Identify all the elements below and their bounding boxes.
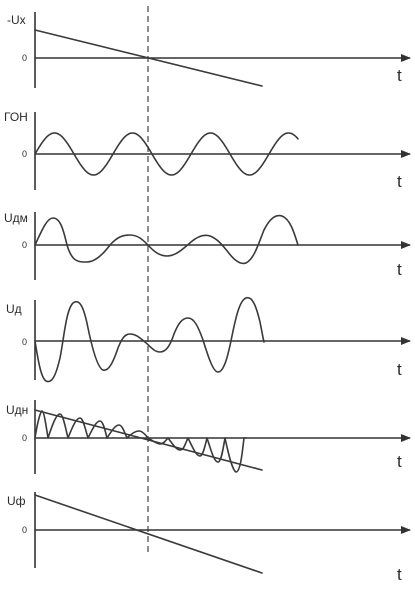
zero-label: 0 — [22, 53, 27, 63]
axis-label-t: t — [397, 360, 402, 379]
zero-label: 0 — [22, 525, 27, 535]
signal-udn-ripple — [34, 410, 247, 473]
signal-udm — [34, 214, 299, 265]
panel-udm: Uдм 0 t — [4, 211, 411, 280]
axis-label-t: t — [397, 452, 402, 471]
panel-label: Uдн — [6, 403, 28, 417]
signal-ud — [34, 296, 265, 383]
panel-gon: ГОН 0 t — [4, 110, 411, 191]
panel-label: Uдм — [4, 211, 28, 225]
signal-udn-ramp — [34, 409, 263, 471]
axis-label-t: t — [397, 260, 402, 279]
zero-label: 0 — [22, 149, 27, 159]
panel-label: Uф — [7, 494, 26, 508]
panel-uf: Uф 0 t — [7, 492, 411, 584]
panel-label: Uд — [6, 302, 22, 316]
panel-ud: Uд 0 t — [6, 296, 411, 383]
zero-label: 0 — [22, 433, 27, 443]
panel-label: ГОН — [4, 110, 28, 124]
signal-uf-ramp — [34, 494, 263, 574]
panel-udn: Uдн 0 t — [6, 400, 411, 474]
panel-ux: -Ux 0 t — [7, 12, 411, 88]
signal-gon-sine — [34, 132, 299, 176]
axis-label-t: t — [397, 565, 402, 584]
zero-label: 0 — [22, 240, 27, 250]
axis-label-t: t — [397, 172, 402, 191]
axis-label-t: t — [397, 66, 402, 85]
zero-label: 0 — [22, 337, 27, 347]
signal-ux-ramp — [34, 29, 263, 87]
panel-label: -Ux — [7, 13, 26, 27]
